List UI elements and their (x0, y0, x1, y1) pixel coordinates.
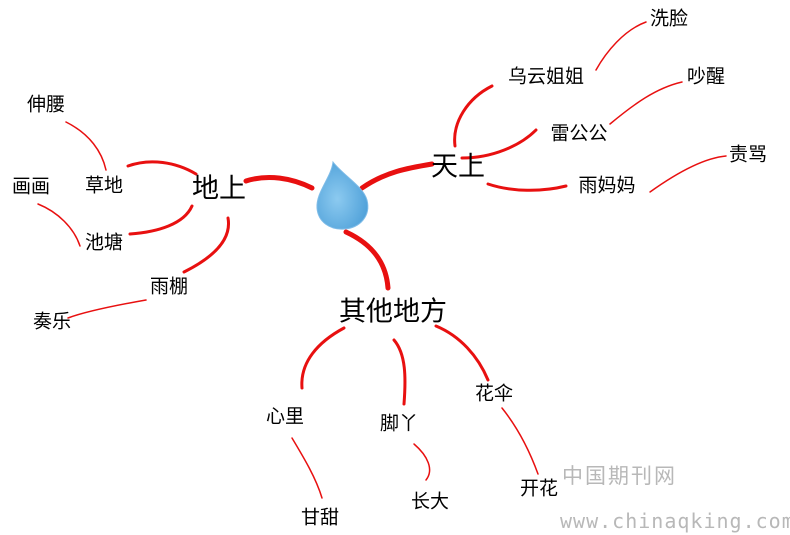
link-other-leaf1 (291, 437, 323, 499)
link-sky-leaf1 (595, 21, 647, 71)
node-sky-c1: 乌云姐姐 (507, 65, 585, 88)
link-ground-leaf2 (37, 203, 81, 247)
link-ground-c1 (126, 160, 198, 176)
link-other-leaf3 (501, 407, 539, 475)
leaf-ground-2: 画画 (11, 175, 51, 198)
link-ground-c3 (182, 216, 230, 274)
leaf-other-1: 甘甜 (300, 506, 340, 529)
link-sky-leaf3 (649, 155, 727, 193)
branch-sky: 天上 (431, 151, 485, 183)
link-other-c1 (300, 326, 346, 390)
node-other-c1: 心里 (265, 405, 305, 428)
leaf-sky-2: 吵醒 (686, 65, 726, 88)
link-center-other (343, 229, 391, 291)
leaf-ground-1: 伸腰 (26, 93, 66, 116)
leaf-other-3: 开花 (519, 477, 559, 500)
link-center-ground (243, 174, 315, 191)
node-sky-c2: 雷公公 (550, 122, 608, 145)
watermark-url: www.chinaqking.com (560, 509, 790, 533)
node-other-c2: 脚丫 (379, 412, 419, 435)
link-other-leaf2 (413, 443, 431, 481)
leaf-ground-3: 奏乐 (32, 310, 72, 333)
node-ground-c3: 雨棚 (149, 275, 189, 298)
node-sky-c3: 雨妈妈 (578, 174, 636, 197)
watermark-text: 中国期刊网 (562, 464, 677, 488)
link-sky-c1 (453, 84, 494, 148)
link-sky-c3 (486, 182, 568, 192)
link-ground-leaf3 (67, 299, 147, 319)
link-sky-c2 (460, 128, 538, 160)
link-ground-leaf1 (65, 121, 107, 171)
branch-other: 其他地方 (339, 296, 447, 328)
water-drop-icon (316, 160, 369, 230)
leaf-sky-1: 洗脸 (649, 7, 689, 30)
node-ground-c2: 池塘 (84, 231, 124, 254)
branch-ground: 地上 (192, 173, 246, 205)
link-sky-leaf2 (609, 81, 683, 125)
link-center-sky (359, 161, 435, 191)
node-ground-c1: 草地 (84, 174, 124, 197)
link-other-c3 (434, 324, 490, 382)
leaf-other-2: 长大 (410, 490, 450, 513)
node-other-c3: 花伞 (474, 382, 514, 405)
link-ground-c2 (128, 204, 194, 236)
link-other-c2 (392, 338, 407, 406)
leaf-sky-3: 责骂 (728, 143, 768, 166)
